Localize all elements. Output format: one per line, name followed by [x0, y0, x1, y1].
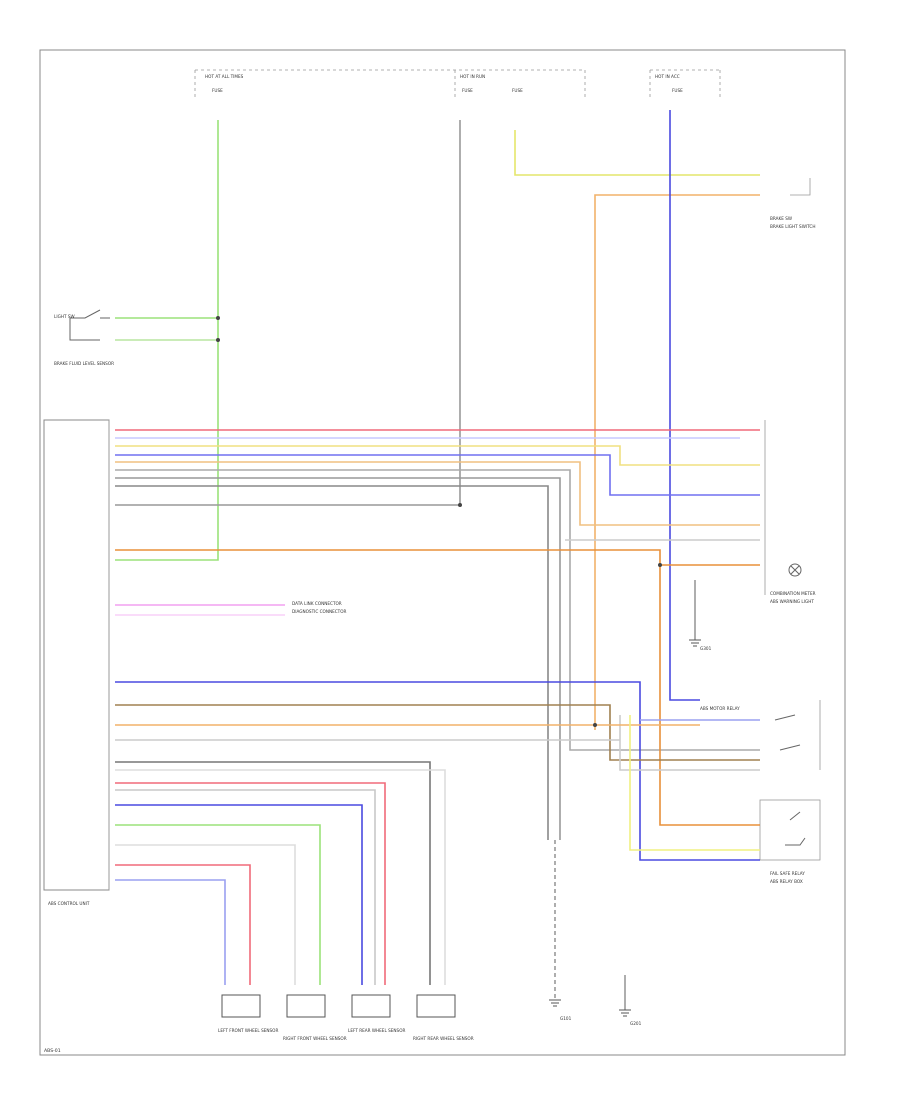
label-fuse-mid2: FUSE [512, 88, 523, 93]
relay-switch-icon [774, 714, 806, 846]
wire-orange-brake [594, 194, 760, 730]
wire-gray-4 [115, 485, 549, 840]
label-sensor-fr: RIGHT FRONT WHEEL SENSOR [283, 1036, 347, 1041]
wire-blue-right [669, 110, 700, 701]
wire-sensor-rl-a [115, 782, 386, 985]
relay2-box [759, 799, 821, 861]
wire-blue-mid [115, 681, 760, 861]
label-abs-sensor: BRAKE FLUID LEVEL SENSOR [54, 361, 114, 366]
label-fuse-mid: FUSE [462, 88, 473, 93]
label-ground-left: G301 [700, 646, 712, 651]
wire-brown-mid [115, 704, 760, 761]
fuse-box-top [194, 69, 721, 100]
labels: HOT AT ALL TIMES FUSE FUSE FUSE FUSE HOT… [44, 74, 816, 1054]
wire-blue-2 [115, 454, 760, 496]
label-page-code: ABS-01 [44, 1048, 61, 1054]
label-sensor-rr: RIGHT REAR WHEEL SENSOR [413, 1036, 474, 1041]
wire-yellow-2 [115, 445, 760, 466]
label-dlc: DATA LINK CONNECTOR [292, 601, 342, 606]
warning-light-icon [788, 563, 802, 577]
label-light-switch: LIGHT SW [54, 314, 75, 319]
light-switch-icon [69, 309, 110, 341]
label-brake-switch: BRAKE SW [770, 216, 792, 221]
wire-green-ign [115, 120, 219, 561]
label-sensor-fl: LEFT FRONT WHEEL SENSOR [218, 1028, 278, 1033]
splices [216, 316, 662, 727]
label-brake-desc: BRAKE LIGHT SWITCH [770, 224, 815, 229]
label-dlc-desc: DIAGNOSTIC CONNECTOR [292, 609, 347, 614]
label-sensor-rl: LEFT REAR WHEEL SENSOR [348, 1028, 405, 1033]
wire-yellow-brake [514, 130, 760, 176]
wire-sensor-fl-a [115, 824, 321, 985]
label-hot-run: HOT IN RUN [460, 74, 485, 79]
wire-orange-2 [115, 461, 760, 526]
wire-gray-mid2 [115, 739, 760, 771]
label-relay2-desc: ABS RELAY BOX [770, 879, 803, 884]
diagram-frame [39, 49, 846, 1056]
label-relay: ABS MOTOR RELAY [700, 706, 740, 711]
label-ecu: ABS CONTROL UNIT [48, 901, 90, 906]
label-gauge-desc: ABS WARNING LIGHT [770, 599, 814, 604]
wheel-sensors [221, 994, 456, 1018]
label-relay2: FAIL SAFE RELAY [770, 871, 805, 876]
wire-sensor-fl-b [115, 844, 296, 985]
wire-sensor-fr-b [115, 864, 251, 985]
label-ground-right: G201 [630, 1021, 642, 1026]
label-fuse-left: FUSE [212, 88, 223, 93]
wire-sensor-fr-a [115, 804, 363, 985]
label-ground-mid: G101 [560, 1016, 572, 1021]
label-fuse-right: FUSE [672, 88, 683, 93]
label-fuse-box-left: HOT AT ALL TIMES [205, 74, 244, 79]
wire-gray-3 [115, 477, 561, 840]
wire-sensor-rr-b [115, 769, 446, 985]
wire-gray-mid [115, 120, 461, 506]
label-hot-acc: HOT IN ACC [655, 74, 680, 79]
label-gauge: COMBINATION METER [770, 591, 816, 596]
wire-orange-long [115, 549, 760, 826]
wire-yellow-relay [629, 715, 760, 851]
wire-sensor-rr-a [115, 761, 431, 985]
abs-control-unit-box [43, 419, 110, 891]
wire-sensor-fr-c [115, 879, 226, 985]
ground-icons [549, 639, 701, 1017]
wire-gray-2 [115, 469, 760, 751]
wire-sensor-rl-b [115, 789, 376, 985]
